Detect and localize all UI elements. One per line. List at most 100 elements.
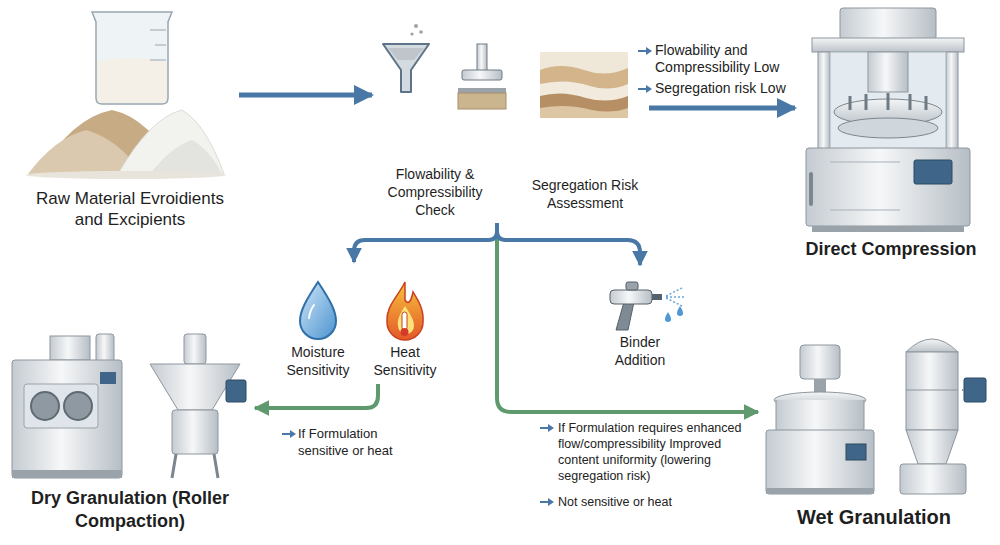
- node-label: Direct Compression: [795, 238, 987, 260]
- flow-arrow: [239, 93, 372, 98]
- water-drop-icon: [309, 305, 314, 318]
- note-text: Flowability and Compressibility Low: [655, 42, 797, 76]
- tablet-press-picture: [830, 162, 900, 210]
- mill-picture: [226, 380, 246, 402]
- water-drop-icon: [300, 282, 336, 339]
- press-icon: [462, 70, 502, 80]
- flow-arrow: [255, 384, 378, 408]
- mill-picture: [184, 334, 206, 364]
- bullet-arrow: [548, 424, 554, 432]
- flow-arrow: [649, 106, 795, 111]
- press-icon: [458, 93, 506, 109]
- tablet-press-picture: [806, 8, 970, 232]
- roller-compactor-picture: [12, 334, 122, 478]
- node-label: Dry Granulation (Roller Compaction): [30, 487, 230, 533]
- stage-block: Dry Granulation (Roller Compaction): [5, 325, 255, 537]
- flow-arrow: [497, 223, 640, 265]
- spray-gun-icon: [652, 294, 662, 300]
- roller-compactor-picture: [12, 360, 122, 478]
- note-text: Not sensitive or heat: [558, 494, 748, 510]
- fluid-bed-dryer-picture: [906, 430, 958, 464]
- funnel-icon: [383, 24, 429, 92]
- note-text: If Formulation requires enhanced flow/co…: [558, 420, 748, 484]
- segregation-layers-icon: [540, 52, 628, 118]
- funnel-icon: [383, 44, 429, 92]
- fluid-bed-dryer-picture: [964, 378, 986, 402]
- segregation-layers-icon: [540, 52, 628, 118]
- funnel-icon: [419, 30, 423, 34]
- raw-material-picture: [92, 12, 172, 104]
- press-icon: [477, 44, 487, 72]
- roller-compactor-picture: [100, 372, 116, 384]
- tablet-press-picture: [830, 52, 946, 150]
- flow-arrow: [497, 223, 758, 412]
- flame-icon: [402, 312, 407, 330]
- note-text: If Formulation sensitive or heat: [298, 425, 412, 459]
- funnel-icon: [388, 48, 424, 60]
- raw-material-picture: [26, 171, 226, 179]
- spray-gun-icon: [626, 282, 638, 290]
- bullet-arrow: [548, 498, 554, 506]
- tablet-press-picture: [850, 93, 926, 110]
- roller-compactor-picture: [64, 392, 92, 420]
- roller-compactor-picture: [24, 384, 98, 428]
- high-shear-mixer-picture: [846, 444, 866, 460]
- tablet-press-picture: [806, 148, 970, 226]
- fluid-bed-dryer-picture: [900, 339, 986, 494]
- stage-block: Direct Compression: [795, 5, 989, 265]
- spray-gun-icon: [610, 290, 652, 304]
- roller-compactor-picture: [12, 470, 122, 478]
- spray-gun-icon: [666, 288, 684, 306]
- segregation-layers-icon: [540, 93, 628, 118]
- raw-material-picture: [150, 140, 222, 174]
- spray-gun-icon: [665, 312, 671, 322]
- tablet-press-picture: [812, 226, 964, 232]
- raw-material-picture: [97, 58, 167, 103]
- mill-picture: [172, 410, 218, 454]
- bullet-arrow: [646, 47, 652, 55]
- raw-material-picture: [26, 12, 226, 179]
- press-icon: [458, 44, 506, 109]
- high-shear-mixer-picture: [800, 345, 840, 379]
- roller-compactor-picture: [50, 336, 90, 360]
- spray-gun-icon: [610, 282, 684, 330]
- tablet-press-picture: [946, 52, 958, 150]
- mill-picture: [150, 334, 246, 478]
- roller-compactor-picture: [31, 392, 59, 420]
- node-label: Segregation Risk Assessment: [523, 176, 647, 212]
- high-shear-mixer-picture: [766, 430, 874, 494]
- flame-icon: [387, 282, 423, 340]
- segregation-layers-icon: [540, 66, 628, 118]
- node-label: Moisture Sensitivity: [278, 343, 358, 379]
- funnel-icon: [414, 24, 418, 28]
- binder-block: Binder Addition: [590, 265, 690, 375]
- flow-arrow: [354, 223, 497, 262]
- segregation-layers-icon: [540, 106, 628, 118]
- stage-block: Wet Granulation: [758, 325, 992, 537]
- high-shear-mixer-picture: [766, 488, 874, 494]
- fluid-bed-dryer-picture: [962, 389, 964, 391]
- mill-picture: [172, 454, 218, 478]
- bullet-arrow: [646, 85, 652, 93]
- sensitivity-block: Moisture SensitivityHeat Sensitivity: [276, 262, 448, 384]
- spray-gun-icon: [677, 306, 683, 316]
- bullet-arrow: [290, 430, 296, 438]
- node-label: Wet Granulation: [758, 505, 990, 529]
- tablet-press-picture: [914, 160, 952, 184]
- node-label: Raw Material Evroidients and Excipients: [23, 188, 237, 230]
- tablet-press-picture: [818, 52, 830, 150]
- note-text: Segregation risk Low: [655, 80, 797, 97]
- raw-material-picture: [150, 30, 166, 60]
- tablet-press-picture: [840, 8, 936, 40]
- water-drop-icon: [300, 282, 336, 339]
- press-icon: [458, 88, 506, 93]
- check-block: Flowability & Compressibility CheckSegre…: [372, 20, 649, 223]
- spray-gun-icon: [616, 302, 634, 330]
- tablet-press-picture: [838, 118, 938, 138]
- tablet-press-picture: [868, 52, 908, 92]
- stage-block: Raw Material Evroidients and Excipients: [22, 5, 239, 237]
- flame-icon: [387, 282, 423, 340]
